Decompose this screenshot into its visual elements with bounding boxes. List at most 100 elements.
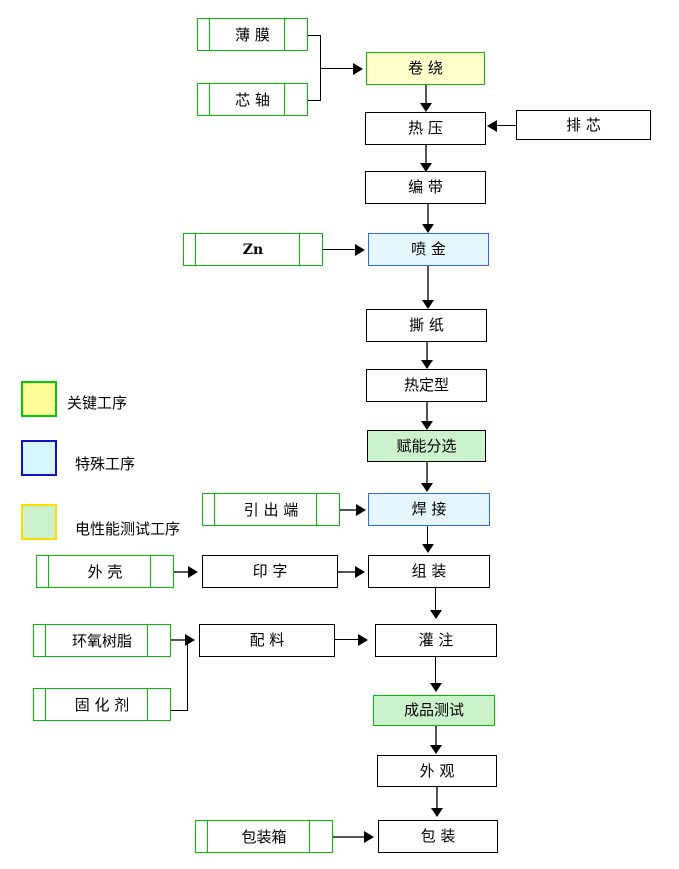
material-label-zinc: Zn	[242, 241, 264, 258]
process-label-metalize: 喷 金	[411, 240, 446, 258]
connector-potting-to-final-test	[435, 657, 436, 686]
material-label-hardener: 固 化 剂	[74, 696, 130, 714]
process-label-core-sort: 排 芯	[566, 115, 601, 134]
process-label-final-test: 成品测试	[403, 701, 464, 719]
arrowhead-to-packaging-right	[364, 831, 374, 843]
material-label-carton: 包装箱	[241, 828, 287, 846]
arrowhead-to-appearance	[430, 745, 442, 754]
process-box-heat-set: 热定型	[366, 369, 487, 402]
legend-label-key-process: 关键工序	[67, 394, 128, 412]
connector-tear-paper-to-heat-set	[426, 342, 428, 363]
connector-winding-to-hotpress	[425, 85, 427, 105]
process-box-potting: 灌 注	[375, 624, 497, 657]
connector-mandrel-to-bracket	[308, 100, 321, 101]
process-label-assembly: 组 装	[411, 562, 447, 580]
arrowhead-to-assembly-right	[355, 566, 365, 578]
material-label-film: 薄 膜	[235, 26, 270, 44]
process-box-appearance: 外 观	[377, 755, 497, 787]
material-label-mandrel: 芯 轴	[235, 91, 270, 109]
connector-appearance-to-packaging	[436, 787, 438, 810]
material-box-lead: 引 出 端	[202, 493, 340, 526]
arrowhead-to-final-test	[430, 683, 442, 692]
arrowhead-to-tear-paper	[422, 300, 434, 309]
process-label-winding: 卷 绕	[408, 59, 443, 77]
connector-hardener-riser	[187, 639, 188, 711]
connector-hotpress-to-taping	[425, 145, 427, 165]
material-box-film: 薄 膜	[197, 18, 308, 51]
process-label-taping: 编 带	[408, 178, 443, 196]
process-label-welding: 焊 接	[411, 500, 447, 518]
arrowhead-to-energize	[421, 421, 433, 430]
arrowhead-to-metalize	[422, 224, 434, 233]
process-box-final-test: 成品测试	[373, 695, 495, 726]
process-box-winding: 卷 绕	[366, 52, 485, 85]
process-label-packaging: 包 装	[420, 827, 456, 845]
process-box-assembly: 组 装	[368, 555, 490, 588]
connector-lead-to-welding	[340, 509, 358, 511]
process-box-metalize: 喷 金	[368, 233, 489, 266]
process-box-hotpress: 热 压	[365, 112, 486, 145]
process-box-welding: 焊 接	[368, 493, 490, 526]
connector-bracket-to-winding	[320, 68, 354, 69]
connector-welding-to-assembly	[427, 526, 428, 547]
process-box-mixing: 配 料	[199, 624, 335, 657]
arrowhead-to-hotpress-left	[487, 120, 497, 132]
process-label-energize: 赋能分选	[396, 436, 457, 455]
process-box-printing: 印 字	[202, 555, 338, 588]
arrowhead-to-heat-set	[421, 360, 433, 369]
arrowhead-to-welding-right	[356, 504, 366, 516]
arrowhead-to-potting-right	[358, 634, 368, 646]
material-label-lead: 引 出 端	[243, 501, 299, 519]
connector-zinc-to-metalize	[323, 249, 356, 250]
connector-taping-to-metalize	[427, 204, 429, 227]
arrowhead-to-hotpress	[420, 103, 432, 112]
arrowhead-to-packaging	[431, 808, 443, 817]
process-box-core-sort: 排 芯	[516, 110, 651, 140]
process-label-heat-set: 热定型	[403, 376, 449, 394]
process-label-mixing: 配 料	[249, 631, 285, 649]
material-box-shell: 外 壳	[36, 555, 174, 588]
process-label-hotpress: 热 压	[408, 119, 443, 137]
material-box-zinc: Zn	[183, 233, 323, 266]
process-box-energize: 赋能分选	[367, 430, 486, 462]
connector-film-to-bracket	[308, 35, 321, 36]
process-label-appearance: 外 观	[419, 761, 455, 780]
material-label-epoxy: 环氧树脂	[71, 632, 132, 650]
arrowhead-to-printing	[188, 566, 198, 578]
connector-energize-to-welding	[426, 462, 428, 485]
connector-core-sort-to-hotpress	[497, 125, 517, 126]
arrowhead-to-assembly	[422, 544, 434, 553]
material-box-epoxy: 环氧树脂	[33, 624, 171, 657]
legend-swatch-key-process	[21, 381, 57, 417]
arrowhead-to-winding	[353, 63, 363, 75]
process-label-tear-paper: 撕 纸	[409, 316, 444, 334]
legend-swatch-electrical-test-process	[21, 504, 57, 540]
legend-label-special-process: 特殊工序	[75, 455, 136, 473]
connector-printing-to-assembly	[338, 571, 356, 573]
connector-mixing-to-potting	[335, 639, 360, 640]
process-box-taping: 编 带	[365, 171, 486, 204]
connector-final-test-to-appearance	[435, 726, 437, 747]
connector-epoxy-to-mixing	[171, 639, 188, 641]
connector-carton-to-packaging	[333, 836, 366, 838]
connector-metalize-to-tear-paper	[427, 266, 429, 302]
process-label-printing: 印 字	[252, 562, 288, 580]
arrowhead-to-taping	[420, 163, 432, 172]
legend-swatch-special-process	[21, 440, 57, 476]
material-box-hardener: 固 化 剂	[33, 688, 171, 721]
arrowhead-to-potting	[430, 610, 442, 619]
process-box-packaging: 包 装	[378, 820, 498, 853]
material-box-mandrel: 芯 轴	[197, 83, 308, 116]
arrowhead-to-metalize-right	[355, 244, 365, 256]
process-box-tear-paper: 撕 纸	[366, 309, 487, 342]
legend-label-electrical-test-process: 电性能测试工序	[75, 520, 181, 538]
connector-heat-set-to-energize	[426, 402, 428, 423]
material-box-carton: 包装箱	[195, 820, 333, 853]
connector-assembly-to-potting	[435, 588, 436, 613]
arrowhead-to-mixing	[185, 634, 195, 646]
material-label-shell: 外 壳	[87, 563, 123, 581]
arrowhead-to-welding	[421, 483, 433, 492]
process-label-potting: 灌 注	[418, 631, 454, 649]
connector-hardener-stub	[171, 710, 188, 711]
